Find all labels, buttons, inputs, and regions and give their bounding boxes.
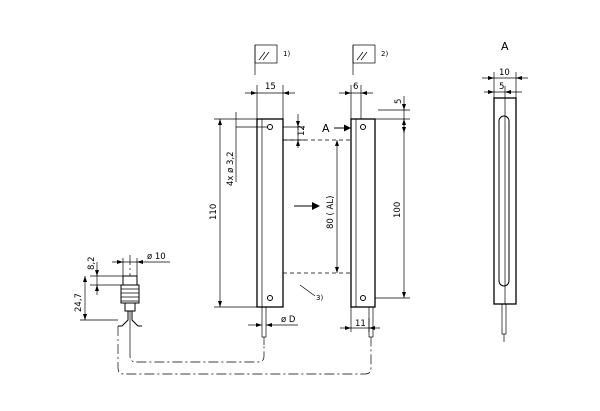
- view-a-title: A: [501, 40, 509, 53]
- dim-hole-offset: [283, 114, 305, 148]
- dim-conn-length: [80, 276, 118, 321]
- dim-conn-head: [90, 262, 123, 295]
- view-arrow-label: A: [322, 122, 330, 135]
- dim-conn-length-label: 24,7: [74, 293, 84, 312]
- note-3-leader: [299, 284, 316, 297]
- dim-side-width-label: 10: [499, 68, 510, 78]
- note-3-label: 3): [316, 294, 323, 302]
- dim-active-length-label: 80 ( AL): [326, 196, 336, 229]
- emitter-housing: [256, 118, 284, 345]
- side-view-a: [493, 97, 517, 342]
- view-a-arrow: [334, 124, 351, 132]
- dim-cable-offset-label: 11: [355, 319, 366, 329]
- dim-conn-diameter-label: ø 10: [147, 252, 166, 262]
- dim-receiver-width-label: 6: [353, 82, 358, 92]
- dim-emitter-width-label: 15: [265, 82, 276, 92]
- dim-receiver-width: [339, 85, 373, 119]
- dim-housing-length-label: 100: [393, 202, 403, 218]
- note-1-label: 1): [283, 50, 290, 58]
- receiver-housing: [350, 118, 376, 345]
- dim-hole-offset-label: 12: [297, 125, 307, 136]
- surface-symbol-emitter: [254, 44, 278, 75]
- dim-housing-length: [375, 119, 410, 299]
- dim-conn-diameter: [112, 258, 170, 276]
- dim-total-length: [214, 118, 257, 308]
- dim-side-inner-label: 5: [499, 82, 504, 92]
- beam-direction-arrow: [294, 202, 320, 210]
- surface-symbol-receiver: [352, 44, 376, 75]
- hole-spec-leader: [235, 112, 267, 182]
- mounting-hole-top-right: [360, 124, 366, 130]
- dim-cable-offset: [340, 307, 380, 332]
- mounting-hole-bottom-left: [267, 295, 273, 301]
- connector-plug: [118, 255, 142, 348]
- dim-active-length: [335, 140, 339, 273]
- dim-total-length-label: 110: [209, 204, 219, 220]
- note-2-label: 2): [381, 50, 388, 58]
- dim-top-offset-label: 5: [394, 99, 404, 104]
- dim-conn-head-label: 8,2: [87, 256, 97, 270]
- hole-spec-label: 4x ø 3,2: [226, 151, 236, 186]
- dim-emitter-width: [245, 85, 295, 119]
- dim-cable-diameter-label: ø D: [281, 315, 296, 325]
- mounting-hole-bottom-right: [360, 295, 366, 301]
- beam-lines: [283, 139, 351, 274]
- connecting-cable: [117, 326, 372, 375]
- dim-cable-diameter: [248, 323, 298, 327]
- mounting-hole-top-left: [267, 124, 273, 130]
- dim-side-width: [482, 72, 528, 98]
- dim-side-inner: [484, 86, 522, 98]
